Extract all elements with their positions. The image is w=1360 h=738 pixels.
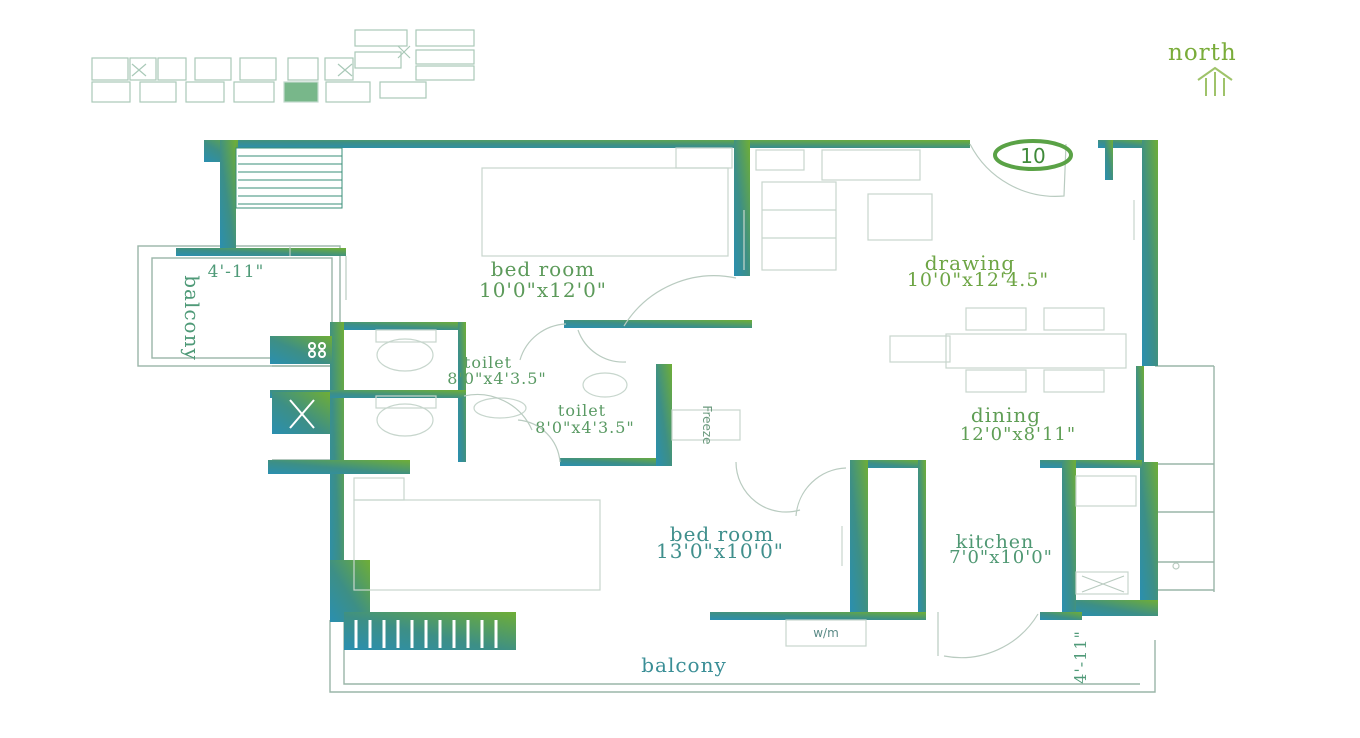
stairs xyxy=(235,147,498,648)
toilet1-name: toilet xyxy=(464,353,512,372)
north-label: north xyxy=(1168,40,1237,66)
bedroom1-size: 10'0"x12'0" xyxy=(479,278,607,302)
bedroom1-name: bed room xyxy=(491,257,595,281)
dining-name: dining xyxy=(971,403,1041,427)
kitchen-name: kitchen xyxy=(956,531,1035,553)
toilet2-name: toilet xyxy=(558,401,606,420)
drawing-size: 10'0"x12'4.5" xyxy=(907,269,1049,291)
walls xyxy=(176,140,1158,650)
room-labels: bed room 10'0"x12'0" drawing 10'0"x12'4.… xyxy=(180,251,1090,684)
balcony-bottom-name: balcony xyxy=(641,653,727,677)
north-arrow: north xyxy=(1168,40,1237,96)
key-plan xyxy=(91,29,475,103)
bedroom2-size: 13'0"x10'0" xyxy=(656,539,784,563)
furniture xyxy=(353,147,1137,647)
washing-machine-label: w/m xyxy=(813,626,839,640)
kitchen-marks xyxy=(1081,562,1180,593)
balcony-left-name: balcony xyxy=(180,275,204,361)
shaft-marks xyxy=(289,342,326,429)
dining-size: 12'0"x8'11" xyxy=(960,424,1076,445)
balcony-bottom-size: 4'-11" xyxy=(1071,630,1090,684)
drawing-name: drawing xyxy=(925,251,1016,275)
door-swings xyxy=(289,143,1067,659)
bedroom2-name: bed room xyxy=(670,522,774,546)
kitchen-size: 7'0"x10'0" xyxy=(949,547,1053,568)
freeze-label: Freeze xyxy=(700,405,714,444)
balcony-left-size: 4'-11" xyxy=(208,262,265,282)
unit-number: 10 xyxy=(1020,144,1045,168)
toilet1-size: 8'0"x4'3.5" xyxy=(447,369,547,388)
toilet2-size: 8'0"x4'3.5" xyxy=(535,418,635,437)
unit-number-badge: 10 xyxy=(993,139,1073,171)
